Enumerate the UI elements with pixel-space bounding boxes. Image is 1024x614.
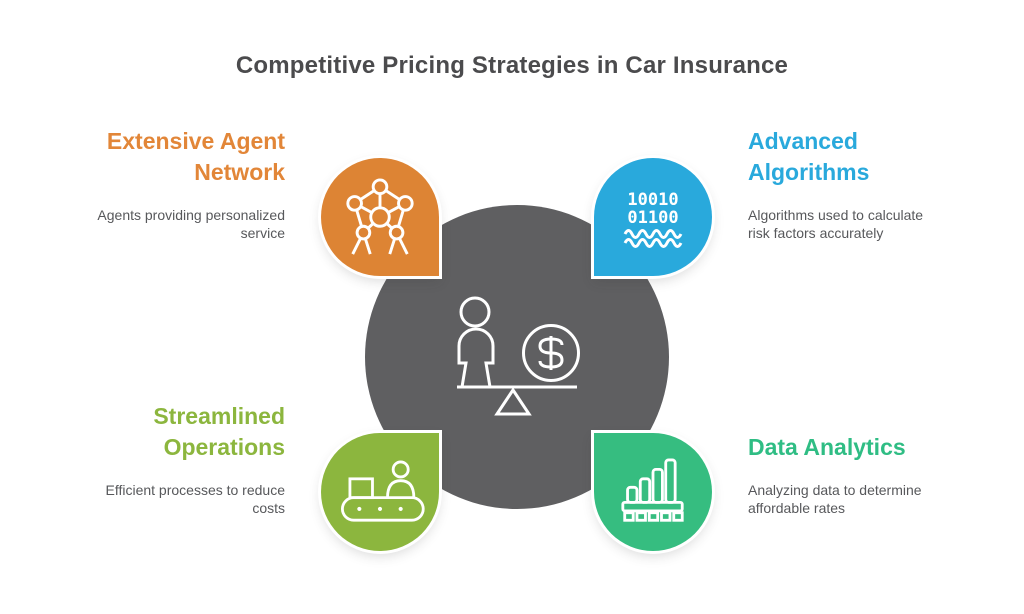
- heading-line: Streamlined: [153, 403, 285, 429]
- description-line: Agents providing personalized: [97, 207, 285, 223]
- agent-network-icon: [346, 178, 414, 255]
- description-data-analytics: Analyzing data to determine affordable r…: [748, 481, 1024, 517]
- heading-line: Data Analytics: [748, 434, 906, 460]
- description-line: affordable rates: [748, 500, 846, 516]
- heading-line: Network: [194, 159, 285, 185]
- description-line: service: [240, 225, 285, 241]
- heading-advanced-algorithms: Advanced Algorithms: [748, 126, 1024, 188]
- bar-chart-icon: [621, 458, 684, 522]
- description-advanced-algorithms: Algorithms used to calculate risk factor…: [748, 206, 1024, 242]
- heading-data-analytics: Data Analytics: [748, 432, 1024, 463]
- binary-line-1: 10010: [627, 190, 678, 210]
- heading-line: Algorithms: [748, 159, 870, 185]
- binary-line-2: 01100: [627, 208, 678, 228]
- bubble-data-analytics: [594, 433, 712, 551]
- description-line: Algorithms used to calculate: [748, 207, 924, 223]
- conveyor-belt-icon: [340, 460, 425, 522]
- bubble-extensive-agent-network: [321, 158, 439, 276]
- heading-line: Extensive Agent: [106, 128, 285, 154]
- heading-line: Advanced: [748, 128, 858, 154]
- description-streamlined-operations: Efficient processes to reduce costs: [0, 481, 285, 517]
- heading-streamlined-operations: Streamlined Operations: [0, 401, 285, 463]
- description-line: Analyzing data to determine: [748, 482, 922, 498]
- description-line: Efficient processes to reduce: [105, 482, 285, 498]
- description-line: costs: [252, 500, 285, 516]
- heading-extensive-agent-network: Extensive Agent Network: [0, 126, 285, 188]
- description-line: risk factors accurately: [748, 225, 884, 241]
- person-money-balance-icon: [457, 296, 580, 416]
- page-title: Competitive Pricing Strategies in Car In…: [235, 52, 789, 79]
- bubble-advanced-algorithms: 10010 01100: [594, 158, 712, 276]
- bubble-streamlined-operations: [321, 433, 439, 551]
- description-extensive-agent-network: Agents providing personalized service: [0, 206, 285, 242]
- binary-code-icon: 10010 01100: [623, 190, 683, 248]
- heading-line: Operations: [163, 434, 285, 460]
